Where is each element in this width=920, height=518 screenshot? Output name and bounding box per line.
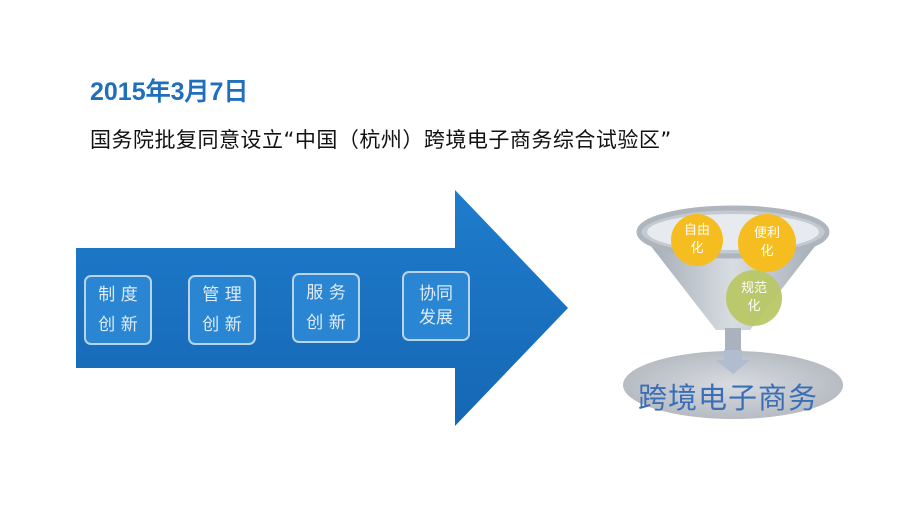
box-label: 制 度 创 新 bbox=[98, 285, 138, 335]
box-label: 服 务 创 新 bbox=[306, 283, 346, 333]
box-label: 管 理 创 新 bbox=[202, 285, 242, 335]
innovation-box-system: 制 度 创 新 bbox=[84, 275, 152, 345]
circle-facilitation: 便利 化 bbox=[738, 214, 796, 272]
innovation-box-service: 服 务 创 新 bbox=[292, 273, 360, 343]
headline: 国务院批复同意设立“中国（杭州）跨境电子商务综合试验区” bbox=[90, 128, 672, 152]
innovation-box-management: 管 理 创 新 bbox=[188, 275, 256, 345]
circle-liberalization: 自由 化 bbox=[671, 214, 723, 266]
date-heading: 2015年3月7日 bbox=[90, 78, 249, 106]
circle-standardization: 规范 化 bbox=[726, 270, 782, 326]
box-label: 协同 发展 bbox=[419, 284, 453, 328]
innovation-box-coordination: 协同 发展 bbox=[402, 271, 470, 341]
result-label: 跨境电子商务 bbox=[638, 381, 819, 415]
